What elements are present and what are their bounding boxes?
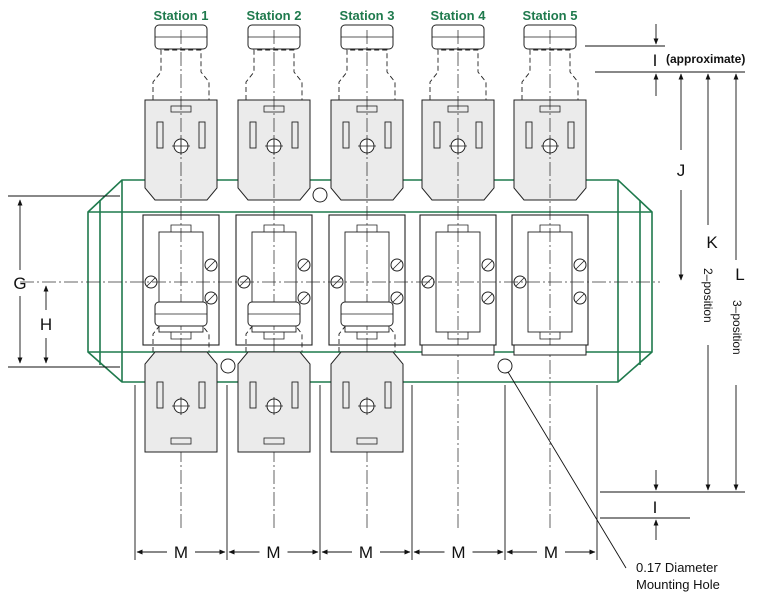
approximate-note: (approximate) [666, 52, 745, 66]
three-position-label: 3–position [730, 300, 744, 355]
coil-slot [433, 121, 441, 149]
station-label: Station 3 [340, 8, 395, 23]
valve-station [142, 24, 220, 530]
body-screw-slot [146, 277, 156, 287]
dimension-label-m: M [359, 543, 373, 562]
mounting-hole [497, 358, 513, 374]
dimension-label-m: M [266, 543, 280, 562]
coil-slot [342, 381, 350, 409]
mounting-hole-leader [507, 371, 627, 569]
dimension-label-m: M [544, 543, 558, 562]
coil-slot [156, 121, 164, 149]
body-screw-slot [206, 293, 216, 303]
coil-slot [249, 121, 257, 149]
station-label: Station 4 [431, 8, 487, 23]
body-screw-slot [575, 293, 585, 303]
station-label: Station 1 [154, 8, 209, 23]
body-screw-slot [483, 293, 493, 303]
mounting-holes [220, 187, 513, 374]
body-screw-slot [575, 260, 585, 270]
body-screw-slot [392, 260, 402, 270]
body-screw-slot [206, 260, 216, 270]
body-screw-slot [515, 277, 525, 287]
coil-slot [567, 121, 575, 149]
coil-slot [291, 381, 299, 409]
body-screw-slot [392, 293, 402, 303]
coil-slot [156, 381, 164, 409]
mounting-hole-label-line1: 0.17 Diameter [636, 560, 718, 575]
valve-stations [142, 24, 589, 530]
dimension-label-m: M [451, 543, 465, 562]
station-label: Station 5 [523, 8, 578, 23]
end-cap [421, 344, 495, 356]
mounting-hole-label-line2: Mounting Hole [636, 577, 720, 592]
mounting-hole [312, 187, 328, 203]
coil-slot [384, 381, 392, 409]
body-screw-slot [299, 260, 309, 270]
end-cap [513, 344, 587, 356]
dimension-g-h [8, 195, 120, 368]
connector-plug [521, 49, 579, 100]
station-label: Station 2 [247, 8, 302, 23]
connector-plug [152, 49, 210, 100]
connector-plug [245, 49, 303, 100]
dimension-label-k: K [706, 233, 718, 252]
coil-tab [263, 437, 285, 445]
dimension-right [585, 24, 745, 540]
two-position-label: 2–position [701, 268, 715, 323]
dimension-label-g: G [13, 274, 26, 293]
coil-slot [525, 121, 533, 149]
valve-station [328, 24, 406, 530]
coil-slot [475, 121, 483, 149]
coil-slot [198, 121, 206, 149]
valve-station [419, 24, 497, 530]
connector-plug [429, 49, 487, 100]
body-screw-slot [483, 260, 493, 270]
mounting-hole [220, 358, 236, 374]
dimension-label-h: H [40, 315, 52, 334]
coil-slot [198, 381, 206, 409]
dimension-label-m: M [174, 543, 188, 562]
dimension-label-l: L [735, 265, 744, 284]
dimension-label-j: J [677, 161, 686, 180]
coil-slot [291, 121, 299, 149]
coil-slot [342, 121, 350, 149]
station-labels: Station 1 Station 2 Station 3 Station 4 … [154, 8, 578, 23]
coil-slot [249, 381, 257, 409]
coil-tab [356, 437, 378, 445]
coil-tab [170, 437, 192, 445]
coil-slot [384, 121, 392, 149]
dimension-label-i-bottom: I [653, 498, 658, 517]
connector-plug [338, 49, 396, 100]
valve-station [235, 24, 313, 530]
body-screw-slot [299, 293, 309, 303]
valve-station [511, 24, 589, 530]
dimension-label-i: I [653, 51, 658, 70]
